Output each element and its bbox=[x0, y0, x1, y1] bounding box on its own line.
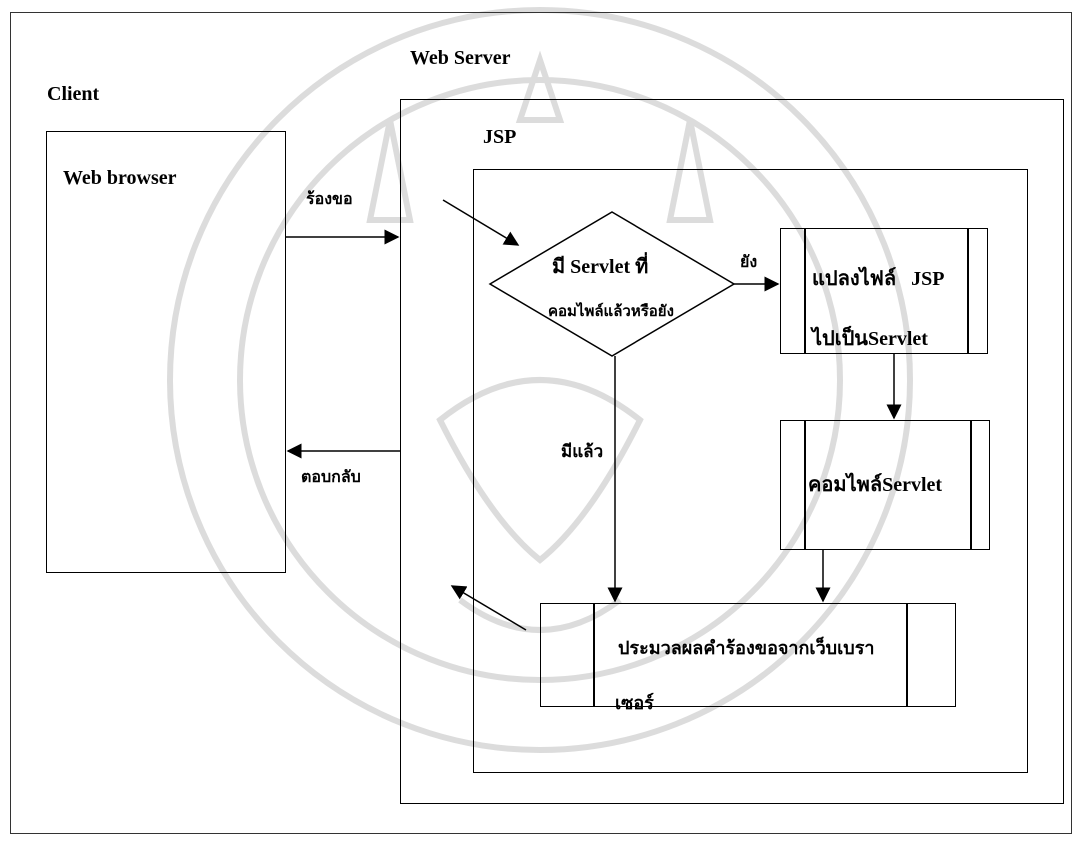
already-label: มีแล้ว bbox=[561, 438, 603, 465]
request-label: ร้องขอ bbox=[306, 187, 353, 212]
process-return-arrow bbox=[452, 586, 526, 630]
response-label: ตอบกลับ bbox=[301, 465, 361, 490]
not-yet-label: ยัง bbox=[740, 250, 757, 275]
decision-line1: มี Servlet ที่ bbox=[552, 250, 648, 282]
into-decision-arrow bbox=[443, 200, 518, 245]
decision-diamond bbox=[490, 212, 734, 356]
decision-line2: คอมไพล์แล้วหรือยัง bbox=[548, 299, 674, 323]
